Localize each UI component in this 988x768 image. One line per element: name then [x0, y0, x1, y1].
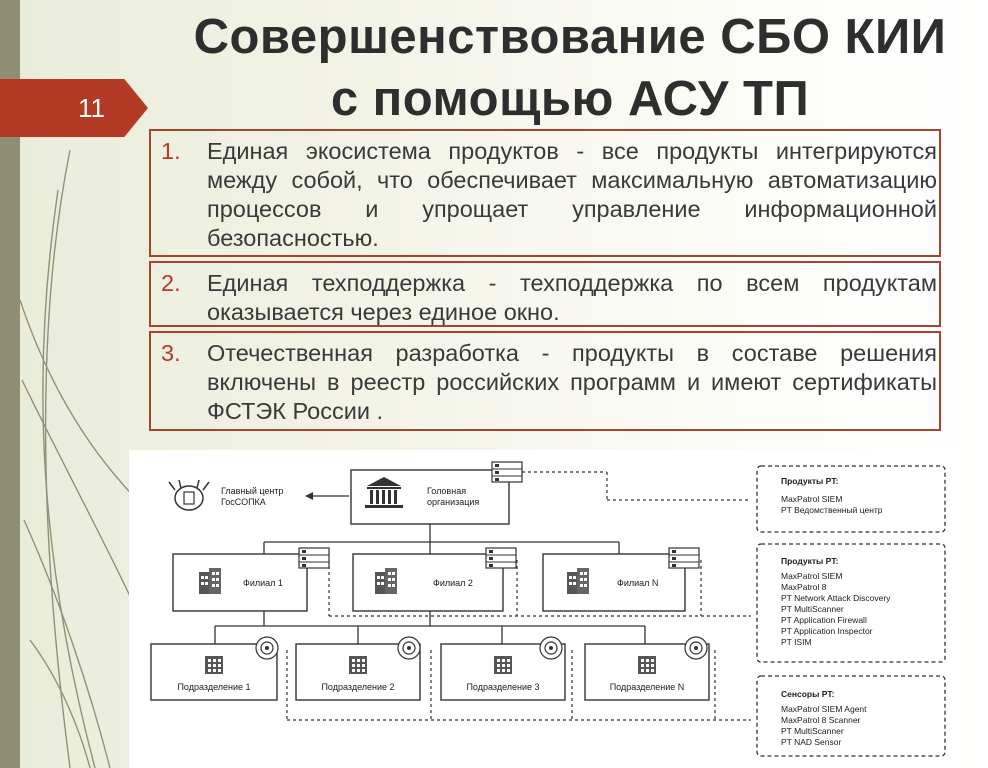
server-icon: [485, 547, 517, 569]
branch-label-n: Филиал N: [617, 578, 658, 588]
panel-2-item: PT Network Attack Discovery: [781, 593, 891, 603]
sensors-panel: [756, 675, 946, 757]
branch-label-2: Филиал 2: [433, 578, 473, 588]
panel-2-item: PT Application Firewall: [781, 615, 867, 625]
server-icon: [668, 547, 700, 569]
products-panel-1: [756, 465, 946, 533]
branch-box-n: [542, 553, 686, 612]
panel-2-title: Продукты PT:: [781, 556, 839, 566]
panel-2-item: MaxPatrol SIEM: [781, 571, 842, 581]
panel-2-item: PT MultiScanner: [781, 604, 844, 614]
list-item-2: 2. Единая техподдержка - техподдержка по…: [149, 261, 941, 327]
head-org-label-line2: организация: [427, 497, 479, 507]
panel-1-item: MaxPatrol SIEM: [781, 494, 842, 504]
sensor-icon: [255, 636, 279, 660]
gossopka-label-line1: Главный центр: [221, 486, 284, 496]
panel-3-title: Сенсоры PT:: [781, 689, 835, 699]
products-panel-2: [756, 543, 946, 663]
title-line-1: Совершенствование СБО КИИ: [193, 10, 947, 64]
slide-number: 11: [78, 93, 105, 123]
list-item-3: 3. Отечественная разработка - продукты в…: [149, 331, 941, 431]
sensor-icon: [397, 636, 421, 660]
panel-1-title: Продукты PT:: [781, 476, 839, 486]
office-icon: [494, 656, 512, 674]
subdivision-label-3: Подразделение 3: [466, 682, 539, 692]
sensor-icon: [684, 636, 708, 660]
list-item-number: 1.: [161, 138, 181, 164]
office-icon: [205, 656, 223, 674]
server-icon: [491, 461, 523, 483]
office-icon: [638, 656, 656, 674]
server-icon: [298, 547, 330, 569]
subdivision-label-1: Подразделение 1: [177, 682, 250, 692]
bank-building-icon: [365, 477, 403, 508]
sensor-icon: [539, 636, 563, 660]
panel-2-item: MaxPatrol 8: [781, 582, 827, 592]
list-item-1: 1. Единая экосистема продуктов - все про…: [149, 129, 941, 257]
left-accent-bar: [0, 0, 20, 768]
head-org-label-line1: Головная: [427, 486, 466, 496]
panel-2-item: PT Application Inspector: [781, 626, 873, 636]
eagle-emblem-icon: [168, 479, 210, 511]
list-item-text: Единая техподдержка - техподдержка по вс…: [207, 270, 937, 325]
office-icon: [349, 656, 367, 674]
slide-title: Совершенствование СБО КИИ с помощью АСУ …: [150, 6, 988, 130]
panel-3-item: MaxPatrol 8 Scanner: [781, 715, 861, 725]
panel-2-item: PT ISIM: [781, 637, 812, 647]
panel-3-item: MaxPatrol SIEM Agent: [781, 704, 867, 714]
branch-box-1: [172, 553, 308, 612]
list-item-number: 2.: [161, 270, 181, 296]
subdivision-label-2: Подразделение 2: [321, 682, 394, 692]
panel-3-item: PT MultiScanner: [781, 726, 844, 736]
network-diagram: Главный центр ГосСОПКА Головная организа…: [129, 450, 959, 768]
branch-label-1: Филиал 1: [243, 578, 283, 588]
subdivision-label-n: Подразделение N: [610, 682, 685, 692]
gossopka-label-line2: ГосСОПКА: [221, 497, 266, 507]
panel-1-item: PT Ведомственный центр: [781, 505, 883, 515]
list-item-text: Отечественная разработка - продукты в со…: [207, 340, 937, 424]
panel-3-item: PT NAD Sensor: [781, 737, 841, 747]
slide-number-badge: 11: [0, 79, 148, 137]
title-line-2: с помощью АСУ ТП: [330, 72, 810, 126]
list-item-number: 3.: [161, 340, 181, 366]
list-item-text: Единая экосистема продуктов - все продук…: [207, 138, 937, 251]
